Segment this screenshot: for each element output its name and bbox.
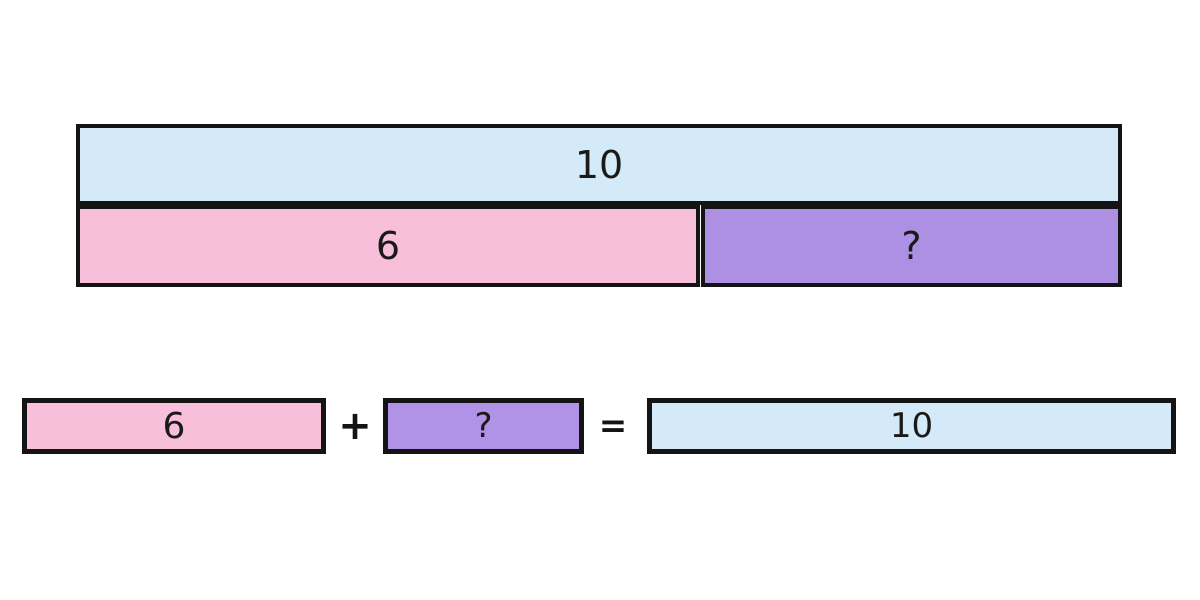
- equation-addend1-label: 6: [162, 405, 186, 447]
- equals-sign: =: [594, 398, 632, 454]
- plus-sign-label: +: [338, 403, 372, 449]
- equation-addend2-box: ?: [383, 398, 584, 454]
- equation-addend2-label: ?: [474, 406, 493, 446]
- part-bar-unknown: ?: [701, 205, 1122, 287]
- equation-addend1-box: 6: [22, 398, 326, 454]
- part-bar-known: 6: [76, 205, 700, 287]
- whole-bar: 10: [76, 124, 1122, 205]
- equals-sign-label: =: [598, 406, 628, 446]
- part-bar-unknown-label: ?: [901, 224, 922, 268]
- equation-sum-label: 10: [889, 406, 934, 446]
- part-bar-known-label: 6: [375, 224, 401, 268]
- equation-sum-box: 10: [647, 398, 1176, 454]
- whole-bar-label: 10: [574, 142, 624, 187]
- plus-sign: +: [336, 398, 374, 454]
